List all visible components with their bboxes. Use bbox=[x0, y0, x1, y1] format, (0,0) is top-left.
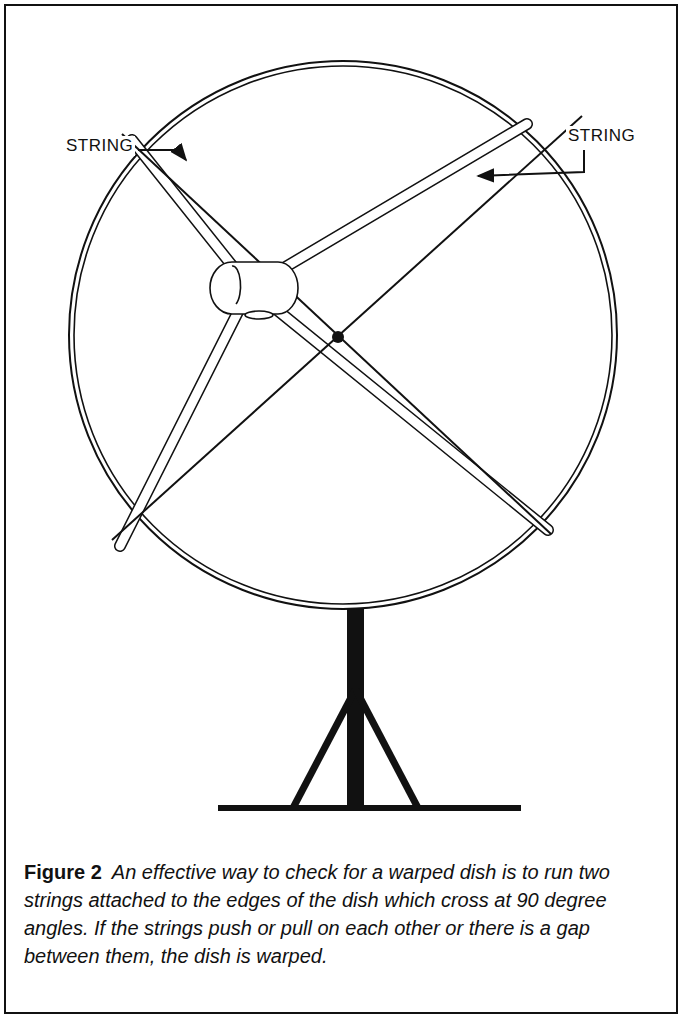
part-label: STRING bbox=[566, 126, 637, 146]
caption: Figure 2An effective way to check for a … bbox=[24, 858, 660, 970]
caption-text: An effective way to check for a warped d… bbox=[24, 861, 610, 967]
part-label: STRING bbox=[64, 136, 135, 156]
string-line bbox=[112, 116, 582, 540]
figure-number: Figure 2 bbox=[24, 861, 102, 883]
center-dot bbox=[332, 331, 344, 343]
dish-rim bbox=[69, 61, 617, 609]
leader-arrow bbox=[138, 150, 584, 176]
feed-struts bbox=[120, 124, 548, 546]
frame bbox=[5, 5, 677, 1013]
feed-horn bbox=[210, 262, 298, 319]
stand bbox=[218, 606, 521, 810]
